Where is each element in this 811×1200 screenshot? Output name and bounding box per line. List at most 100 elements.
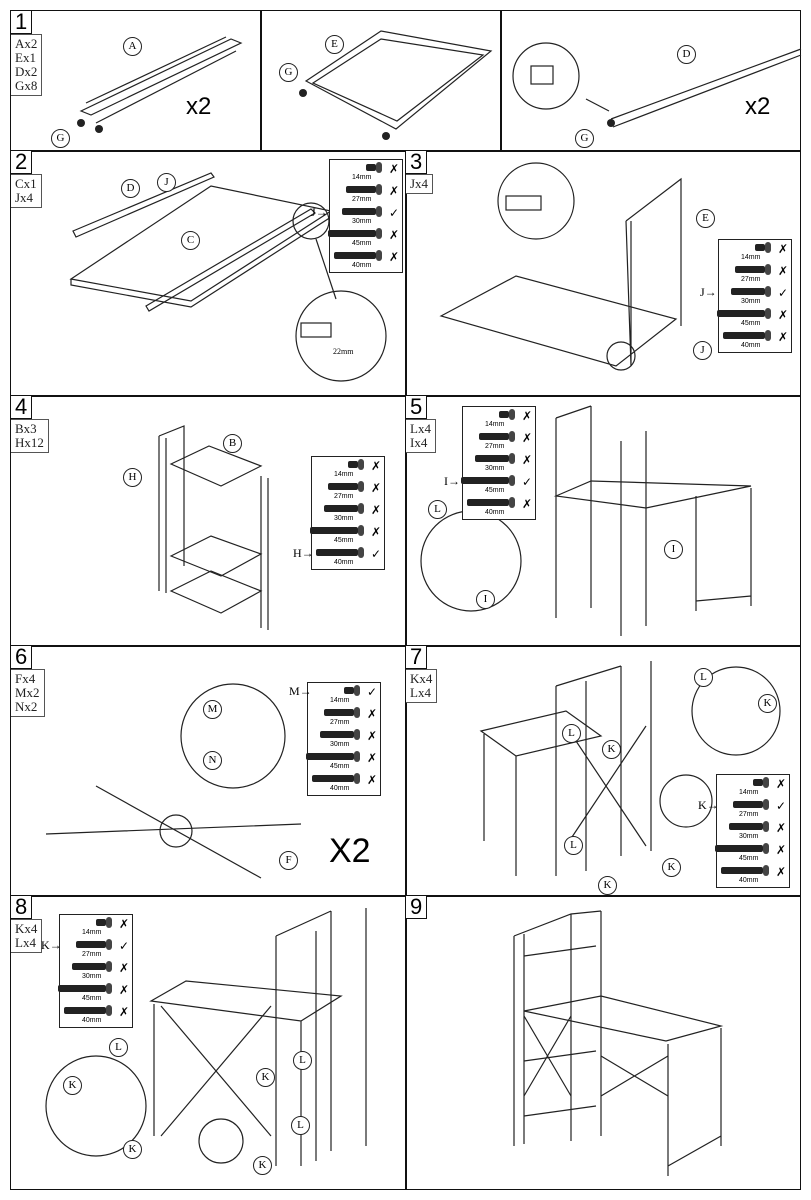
screw-length-label: 27mm (330, 719, 350, 726)
screw-icon (729, 823, 763, 830)
screw-head-icon (376, 184, 382, 195)
callout-L: L (291, 1116, 310, 1135)
screw-icon (755, 244, 765, 251)
screw-row-30mm: 30mm✓ (330, 206, 402, 228)
screw-icon (320, 731, 354, 738)
screw-row-45mm: 45mm✗ (717, 308, 791, 330)
cross-icon: ✗ (777, 308, 788, 322)
screw-length-label: 40mm (82, 1017, 102, 1024)
callout-E: E (696, 209, 715, 228)
screw-icon (324, 505, 358, 512)
callout-K: K (256, 1068, 275, 1087)
screw-head-icon (376, 228, 382, 239)
screw-icon (735, 266, 765, 273)
screw-length-label: 40mm (334, 559, 354, 566)
screw-row-45mm: 45mm✗ (58, 983, 132, 1005)
screw-head-icon (763, 799, 769, 810)
screw-row-40mm: 40mm✗ (308, 773, 380, 795)
screw-row-30mm: 30mm ✗ (60, 961, 132, 983)
screw-head-icon (376, 162, 382, 173)
cross-icon: ✗ (118, 1005, 129, 1019)
screw-length-label: 27mm (334, 493, 354, 500)
screw-icon (366, 164, 376, 171)
part-item: Ax2 (15, 36, 38, 51)
cross-icon: ✗ (370, 525, 381, 539)
callout-M: M (203, 700, 222, 719)
screw-icon (76, 941, 106, 948)
screw-length-label: 14mm (739, 789, 759, 796)
callout-C: C (181, 231, 200, 250)
screw-head-icon (106, 961, 112, 972)
step-number: 2 (11, 151, 33, 174)
screw-length-label: 14mm (334, 471, 354, 478)
screw-icon (733, 801, 763, 808)
callout-B: B (223, 434, 242, 453)
callout-K: K (662, 858, 681, 877)
cross-icon: ✗ (118, 961, 129, 975)
step-1-panel-b: E G (260, 10, 502, 152)
screw-length-label: 30mm (82, 973, 102, 980)
screw-head-icon (358, 503, 364, 514)
callout-L: L (562, 724, 581, 743)
step-number: 5 (406, 396, 428, 419)
callout-A: A (123, 37, 142, 56)
screw-icon (306, 753, 354, 760)
part-item: Dx2 (15, 64, 38, 79)
step-number: 3 (406, 151, 428, 174)
screw-row-45mm: 45mm✗ (328, 228, 402, 250)
check-icon: ✓ (388, 206, 399, 220)
screw-chart: 14mm✗27mm✗30mm✓45mm✗40mm✗ (717, 239, 792, 353)
screw-length-label: 14mm (485, 421, 505, 428)
screw-length-label: 30mm (485, 465, 505, 472)
shelf-unit-drawing (158, 425, 269, 630)
part-item: Kx4 (410, 671, 433, 686)
screw-row-40mm: 40mm ✗ (719, 330, 791, 352)
part-item: Ix4 (410, 435, 428, 450)
screw-icon (348, 461, 358, 468)
part-item: Nx2 (15, 699, 38, 714)
cross-icon: ✗ (775, 865, 786, 879)
screw-icon (72, 963, 106, 970)
screw-length-label: 14mm (741, 254, 761, 261)
screw-icon (312, 775, 354, 782)
callout-K: K (63, 1076, 82, 1095)
screw-row-40mm: 40mm✗ (330, 250, 402, 272)
frame-e-drawing (299, 30, 493, 140)
screw-length-label: 45mm (334, 537, 354, 544)
step-9-panel: 9 (405, 895, 801, 1190)
part-item: Fx4 (15, 671, 36, 686)
screw-row-45mm: 45mm ✗ (310, 525, 384, 547)
screw-row-27mm: 27mm✗ (312, 481, 384, 503)
screw-row-14mm: 14mm✗ (60, 917, 132, 939)
part-item: Gx8 (15, 78, 38, 93)
cross-icon: ✗ (388, 162, 399, 176)
screw-head-icon (376, 206, 382, 217)
completed-desk-drawing (513, 910, 724, 1176)
callout-N: N (203, 751, 222, 770)
screw-length-label: 30mm (739, 833, 759, 840)
desk-with-shelf-drawing (420, 405, 752, 636)
desk-brace-install-drawing (479, 661, 781, 876)
screw-icon (58, 985, 106, 992)
screw-icon (96, 919, 106, 926)
screw-length-label: 40mm (352, 262, 372, 269)
screw-head-icon (106, 939, 112, 950)
screw-pointer-label: J→ (311, 205, 328, 219)
part-item: Bx3 (15, 421, 37, 436)
screw-head-icon (765, 242, 771, 253)
cross-icon: ✗ (775, 843, 786, 857)
screw-head-icon (354, 685, 360, 696)
screw-length-label: 30mm (741, 298, 761, 305)
screw-icon (479, 433, 509, 440)
step-1-panel-c: D G x2 (500, 10, 802, 152)
screw-length-label: 40mm (741, 342, 761, 349)
check-icon: ✓ (370, 547, 381, 561)
cross-icon: ✗ (777, 330, 788, 344)
screw-head-icon (765, 286, 771, 297)
screw-length-label: 27mm (741, 276, 761, 283)
screw-head-icon (509, 475, 515, 486)
